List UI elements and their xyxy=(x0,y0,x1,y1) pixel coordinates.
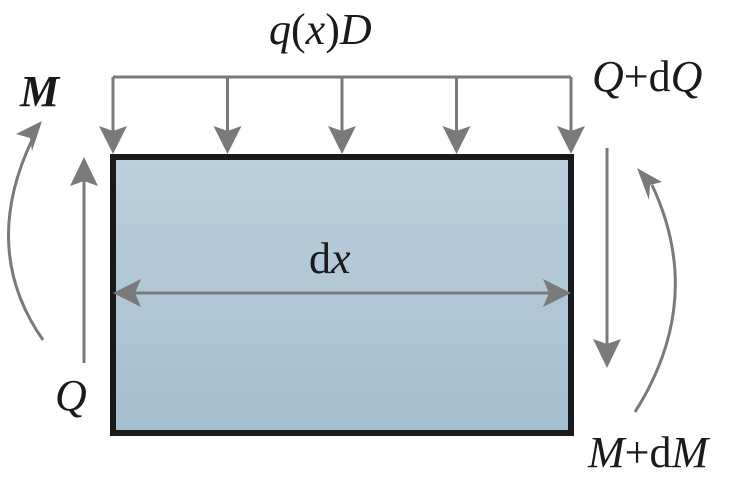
arrowhead-down-icon xyxy=(99,126,127,154)
arrowhead-left-icon xyxy=(113,279,141,307)
load-arrow xyxy=(442,77,471,154)
load-arrow xyxy=(213,77,242,154)
left-moment-arc xyxy=(7,121,45,341)
distributed-load-arrows xyxy=(99,75,585,154)
load-arrow xyxy=(328,77,356,154)
length-dimension-arrow xyxy=(113,279,571,307)
right-shear-arrow xyxy=(593,148,621,368)
arrowhead-down-icon xyxy=(328,126,356,154)
right-moment-label: M+dM xyxy=(587,428,710,477)
distributed-load-label: q(x)D xyxy=(269,5,372,54)
left-shear-arrow xyxy=(70,157,98,363)
load-arrow xyxy=(557,77,585,154)
arrowhead-down-icon xyxy=(213,126,242,154)
load-arrow xyxy=(99,77,127,154)
length-label: dx xyxy=(309,234,351,283)
beam-element xyxy=(110,154,574,436)
right-moment-arc xyxy=(633,168,677,413)
arrowhead-right-icon xyxy=(543,279,571,307)
arrowhead-down-icon xyxy=(442,126,471,154)
left-shear-label: Q xyxy=(55,371,87,420)
arrowhead-down-icon xyxy=(557,126,585,154)
right-shear-label: Q+dQ xyxy=(592,52,702,101)
left-moment-label: M xyxy=(19,67,61,116)
